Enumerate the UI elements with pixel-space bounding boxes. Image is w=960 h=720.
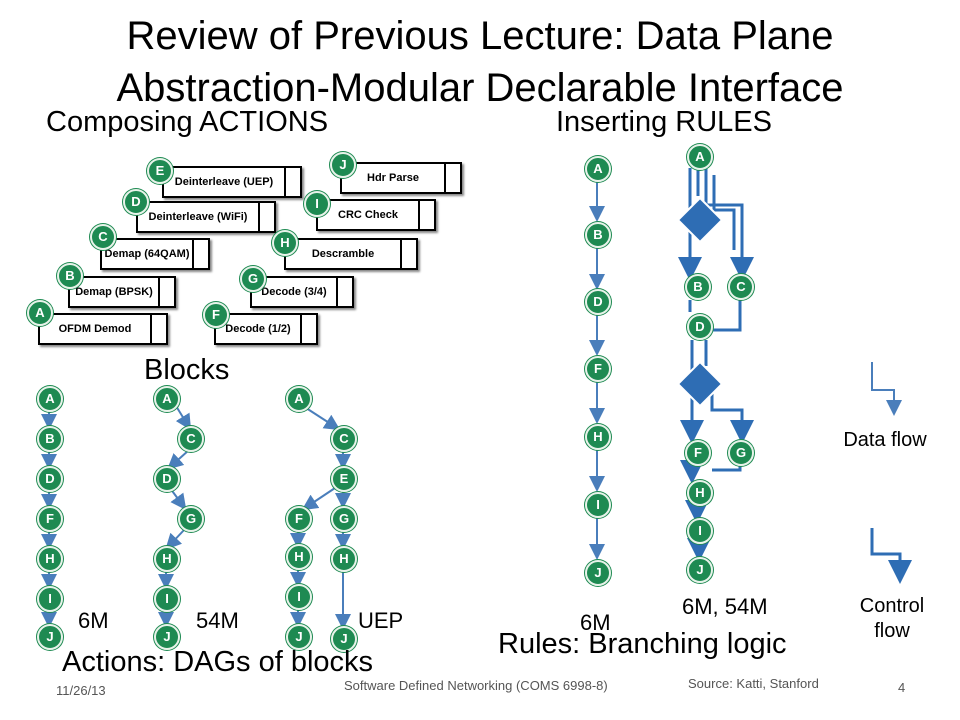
rule-branch-node: J <box>687 557 713 583</box>
block-badge-g: G <box>240 266 266 292</box>
dag1-node: F <box>37 506 63 532</box>
block-badge-e: E <box>147 158 173 184</box>
rule-branch-node: F <box>685 440 711 466</box>
rule-branch-node: B <box>685 274 711 300</box>
actions-caption: Actions: DAGs of blocks <box>62 646 374 678</box>
block-crc-check: CRC Check <box>316 199 436 231</box>
right-heading: Inserting RULES <box>556 106 772 138</box>
dag2-edge <box>165 529 185 550</box>
block-badge-a: A <box>27 300 53 326</box>
rule-branch-node: H <box>687 480 713 506</box>
dag1-label: 6M <box>78 608 109 633</box>
rule-branch-node: A <box>687 144 713 170</box>
rule-chain-node: F <box>585 356 611 382</box>
block-badge-d: D <box>123 189 149 215</box>
rule-branching-label: 6M, 54M <box>682 594 768 619</box>
rule-flow-line <box>704 168 754 281</box>
blocks-label: Blocks <box>144 354 230 386</box>
dag3-edge <box>301 487 336 511</box>
data-flow-legend-label: Data flow <box>843 429 927 451</box>
block-badge-f: F <box>203 302 229 328</box>
rule-chain-node: A <box>585 156 611 182</box>
dag3-node: E <box>331 466 357 492</box>
dag3-edge <box>302 405 341 431</box>
dag3-node: C <box>331 426 357 452</box>
dag3-node: J <box>331 626 357 652</box>
block-demap-bpsk: Demap (BPSK) <box>68 276 176 308</box>
block-badge-b: B <box>57 263 83 289</box>
dag1-node: H <box>37 546 63 572</box>
footer-page-number: 4 <box>898 680 906 695</box>
dag3-node: H <box>331 546 357 572</box>
dag1-node: B <box>37 426 63 452</box>
block-descramble: Descramble <box>284 238 418 270</box>
control-flow-legend-arrow <box>870 528 912 584</box>
dag3-node: A <box>286 386 312 412</box>
block-ofdm-demod: OFDM Demod <box>38 313 168 345</box>
rule-linear-label: 6M <box>580 610 611 635</box>
block-decode-1-2: Decode (1/2) <box>214 313 318 345</box>
rule-chain-node: H <box>585 424 611 450</box>
rule-chain-node: D <box>585 289 611 315</box>
dag2-node: I <box>154 586 180 612</box>
dag2-node: H <box>154 546 180 572</box>
block-hdr-parse: Hdr Parse <box>340 162 462 194</box>
rule-branch-node: C <box>728 274 754 300</box>
dag1-node: J <box>37 624 63 650</box>
dag3-node: H <box>286 544 312 570</box>
dag3-node: F <box>286 506 312 532</box>
rule-branch-node: G <box>728 440 754 466</box>
footer-source: Source: Katti, Stanford <box>688 676 819 691</box>
block-badge-j: J <box>330 152 356 178</box>
dag3-node: G <box>331 506 357 532</box>
dag3-node: J <box>286 624 312 650</box>
control-flow-legend-label: Control flow <box>859 595 925 642</box>
rule-flow-line <box>710 300 742 332</box>
dag2-node: C <box>178 426 204 452</box>
block-badge-h: H <box>272 230 298 256</box>
decision-diamond <box>676 196 724 244</box>
dag2-node: G <box>178 506 204 532</box>
block-deinterleave-wifi: Deinterleave (WiFi) <box>136 201 276 233</box>
block-deinterleave-uep: Deinterleave (UEP) <box>162 166 302 198</box>
dag2-edge <box>167 449 190 470</box>
block-badge-i: I <box>304 191 330 217</box>
rule-branch-node: I <box>687 518 713 544</box>
dag2-label: 54M <box>196 608 239 633</box>
rule-flow-line <box>712 175 736 250</box>
dag1-node: A <box>37 386 63 412</box>
footer-course: Software Defined Networking (COMS 6998-8… <box>344 678 608 693</box>
dag3-label: UEP <box>358 608 404 633</box>
rule-branch-node: D <box>687 314 713 340</box>
left-heading: Composing ACTIONS <box>46 106 329 138</box>
dag2-node: J <box>154 624 180 650</box>
data-flow-legend-arrow <box>871 362 902 416</box>
dag2-edge <box>175 405 192 431</box>
block-decode-3-4: Decode (3/4) <box>250 276 354 308</box>
dag2-node: A <box>154 386 180 412</box>
footer-date: 11/26/13 <box>56 683 106 698</box>
dag2-node: D <box>154 466 180 492</box>
decision-diamond <box>676 360 724 408</box>
slide-title-line1: Review of Previous Lecture: Data Plane <box>126 14 834 58</box>
dag2-edge <box>169 487 187 511</box>
dag1-node: I <box>37 586 63 612</box>
rule-chain-node: B <box>585 222 611 248</box>
block-demap-64qam: Demap (64QAM) <box>100 238 210 270</box>
rules-caption: Rules: Branching logic <box>498 628 787 660</box>
dag1-node: D <box>37 466 63 492</box>
rule-chain-node: J <box>585 560 611 586</box>
slide-title-line2: Abstraction-Modular Declarable Interface <box>116 66 844 110</box>
rule-chain-node: I <box>585 492 611 518</box>
block-badge-c: C <box>90 224 116 250</box>
dag3-node: I <box>286 584 312 610</box>
